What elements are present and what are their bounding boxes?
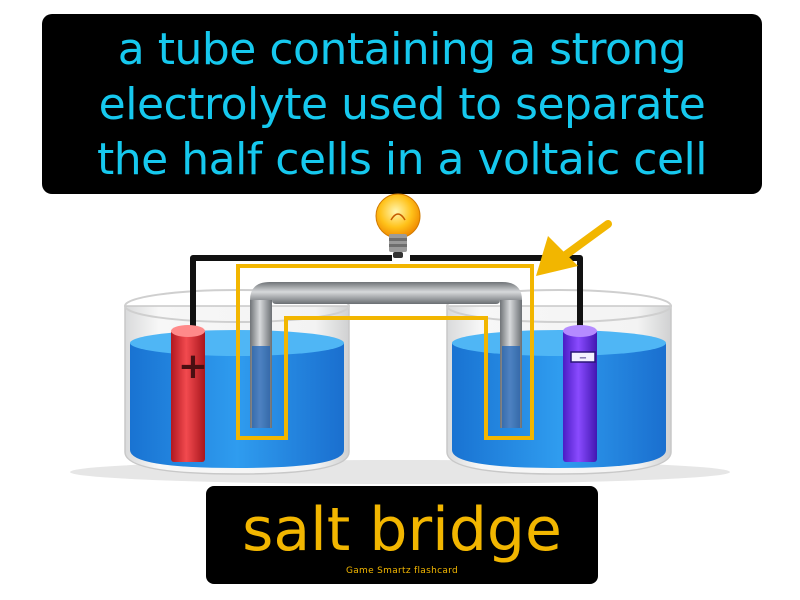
- negative-symbol-box: [570, 351, 596, 363]
- anode-electrode: [171, 325, 205, 462]
- definition-panel: a tube containing a strong electrolyte u…: [42, 14, 762, 194]
- cathode-electrode: [563, 325, 597, 462]
- pointer-arrow-icon: [536, 220, 612, 276]
- salt-bridge-tube: [250, 282, 522, 428]
- external-wire: [190, 255, 583, 335]
- term-panel: salt bridge Game Smartz flashcard: [206, 486, 598, 584]
- negative-symbol: −: [579, 353, 587, 364]
- term-title: salt bridge: [242, 495, 562, 565]
- salt-bridge-highlight: [236, 264, 534, 440]
- positive-symbol: +: [178, 346, 208, 387]
- brand-label: Game Smartz flashcard: [345, 566, 459, 576]
- definition-line-3: the half cells in a voltaic cell: [97, 134, 707, 185]
- definition-line-2: electrolyte used to separate: [98, 79, 706, 130]
- definition-line-1: a tube containing a strong: [117, 24, 687, 75]
- light-bulb-icon: [375, 193, 421, 258]
